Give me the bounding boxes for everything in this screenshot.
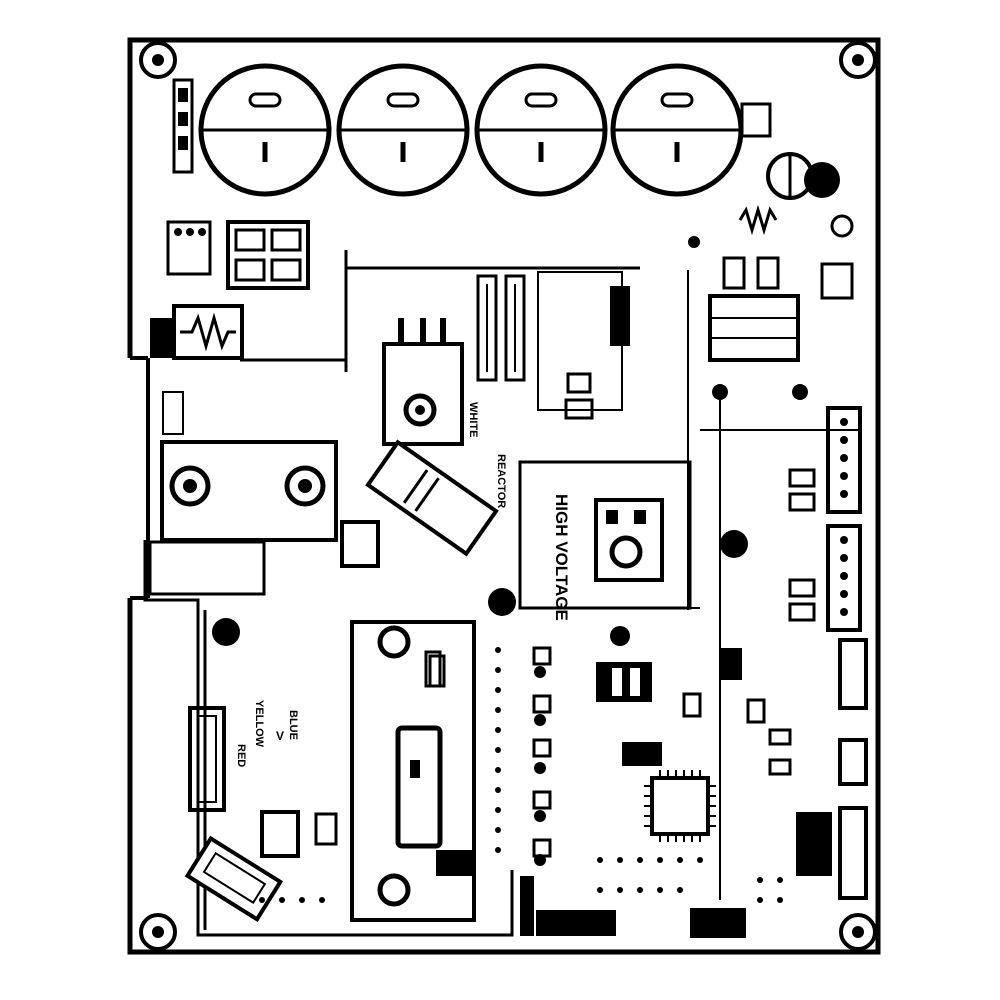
label-high-voltage: HIGH VOLTAGE [552, 494, 571, 621]
connector-icon [826, 406, 862, 514]
board-left-notch [118, 358, 138, 598]
regulator-icon [382, 318, 464, 446]
mounting-hole-icon [139, 41, 177, 79]
connector-icon [838, 806, 868, 900]
connector-icon [172, 78, 194, 174]
capacitor-icon [198, 63, 332, 197]
regulator-icon [594, 498, 664, 582]
capacitor-icon [474, 63, 608, 197]
mounting-hole-icon [839, 41, 877, 79]
connector-icon [838, 638, 868, 710]
capacitor-icon [336, 63, 470, 197]
mounting-hole-icon [839, 913, 877, 951]
relay-block [226, 220, 310, 290]
label-red: RED [235, 744, 247, 767]
capacitor-icon [610, 63, 744, 197]
connector-icon [826, 524, 862, 632]
connector-icon [838, 738, 868, 786]
connector-icon [166, 220, 212, 276]
label-blue: BLUE [287, 710, 299, 740]
ic-chip-icon [644, 770, 716, 842]
mounting-hole-icon [139, 913, 177, 951]
label-reactor: REACTOR [495, 454, 507, 508]
resistor-icon [172, 304, 244, 360]
label-v: V [276, 729, 284, 743]
film-capacitor-icon [365, 439, 499, 557]
label-white: WHITE [467, 402, 479, 437]
label-yellow: YELLOW [253, 700, 265, 748]
heatsink-icon [160, 440, 338, 542]
